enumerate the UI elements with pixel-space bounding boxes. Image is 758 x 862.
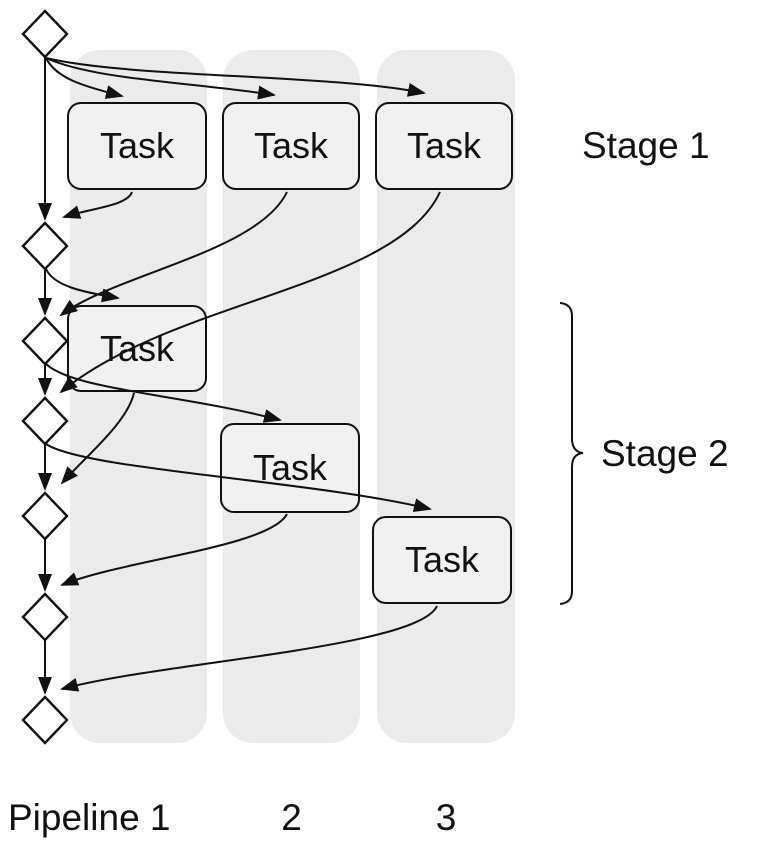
task-node-stage1-pipeline3: Task [375, 102, 513, 190]
task-label: Task [406, 125, 482, 166]
task-label: Task [99, 327, 175, 369]
task-node-stage2-pipeline3: Task [372, 516, 512, 604]
stage2-brace [559, 302, 584, 605]
sync-diamond-4 [21, 396, 69, 446]
pipeline1-label: Pipeline 1 [8, 797, 171, 838]
task-node-stage2-pipeline2: Task [220, 423, 360, 513]
pipeline3-label: 3 [435, 797, 457, 838]
sync-diamond-5 [21, 491, 69, 541]
sync-diamond-7 [21, 695, 69, 745]
sync-diamond-1 [21, 9, 69, 59]
task-label: Task [404, 539, 480, 580]
sync-diamond-6 [21, 592, 69, 642]
task-label: Task [99, 125, 175, 166]
sync-diamond-2 [21, 221, 69, 271]
pipeline2-label: 2 [281, 797, 302, 838]
task-label: Task [252, 447, 328, 488]
stage1-label: Stage 1 [582, 125, 710, 166]
task-label: Task [253, 125, 329, 166]
task-node-stage1-pipeline2: Task [222, 102, 360, 190]
task-node-stage2-pipeline1: Task [67, 305, 207, 392]
task-node-stage1-pipeline1: Task [67, 102, 207, 190]
stage2-label: Stage 2 [601, 433, 729, 474]
sync-diamond-3 [21, 316, 69, 366]
